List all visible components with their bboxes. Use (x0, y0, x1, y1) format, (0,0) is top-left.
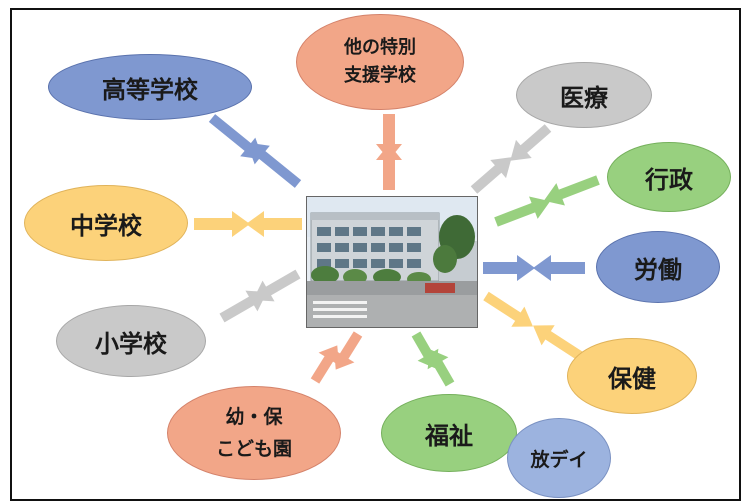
node-fukushi: 福祉 (381, 394, 517, 472)
node-label: 小学校 (95, 329, 167, 358)
node-label: 中学校 (70, 211, 142, 240)
node-youho-kodomoen: 幼・保 こども園 (167, 386, 341, 480)
arrow-youho (310, 331, 363, 384)
arrow-gyousei (494, 175, 600, 227)
node-shougakkou: 小学校 (56, 305, 206, 377)
arrow-iryou (470, 124, 552, 194)
arrow-roudou (483, 255, 585, 281)
node-label: 放デイ (530, 448, 588, 471)
node-gyousei: 行政 (607, 142, 731, 212)
node-label: 福祉 (425, 421, 473, 450)
node-label: 幼・保 こども園 (215, 405, 292, 460)
node-hoken: 保健 (567, 338, 697, 414)
node-label: 保健 (608, 364, 656, 393)
node-roudou: 労働 (596, 231, 720, 303)
node-label: 他の特別 支援学校 (344, 37, 416, 86)
arrow-chuugaku (194, 211, 302, 237)
node-label: 労働 (634, 255, 682, 284)
school-building-image (307, 197, 477, 327)
node-label: 医療 (560, 83, 608, 112)
node-houdei: 放デイ (507, 418, 611, 498)
node-label: 行政 (645, 165, 693, 194)
arrow-hoken (483, 291, 583, 361)
node-koutou-gakkou: 高等学校 (48, 54, 252, 120)
arrow-shougaku (219, 269, 301, 323)
arrow-koutou (208, 114, 302, 188)
arrow-fukushi (411, 331, 455, 387)
node-tokubetsu-shien: 他の特別 支援学校 (296, 14, 464, 110)
node-iryou: 医療 (516, 62, 652, 128)
node-chuugakkou: 中学校 (24, 185, 188, 261)
school-building-photo (306, 196, 478, 328)
node-label: 高等学校 (102, 75, 198, 104)
arrow-tokubetsu (376, 114, 402, 190)
